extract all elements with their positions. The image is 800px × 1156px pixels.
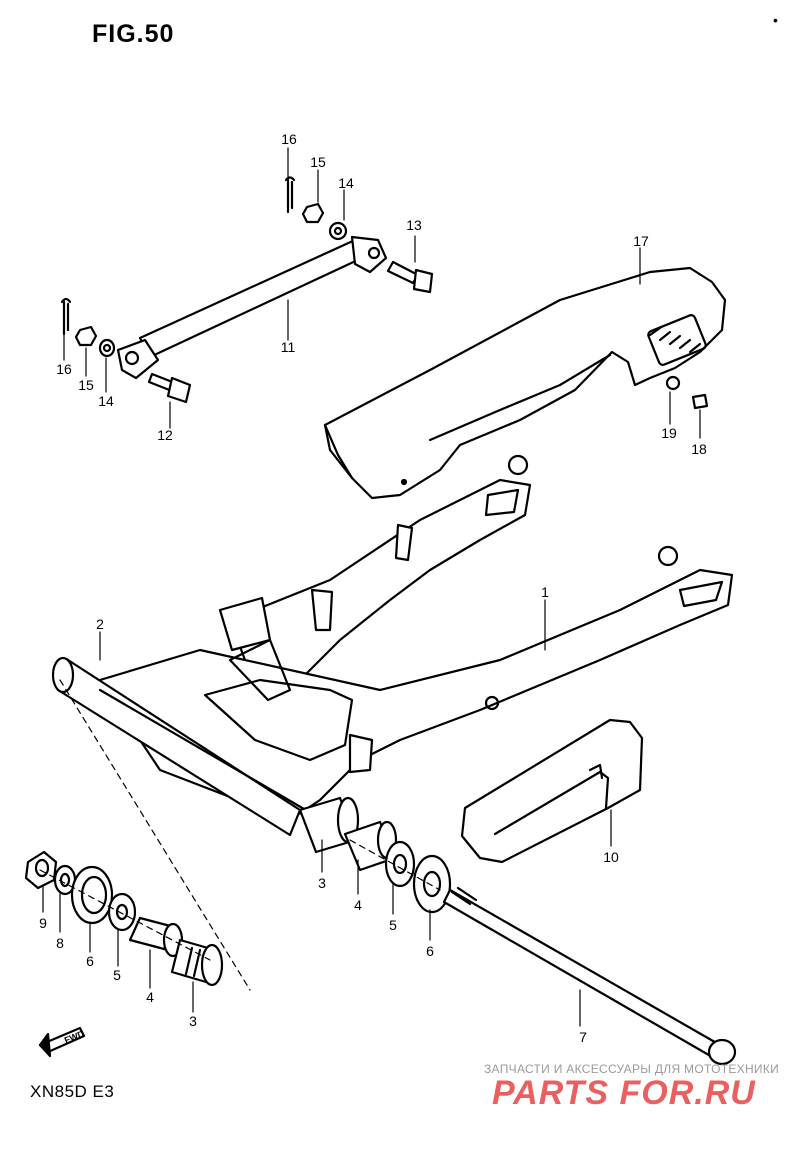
callout-13: 13 bbox=[406, 217, 422, 233]
callout-4-right: 4 bbox=[354, 897, 362, 913]
callout-15-upper: 15 bbox=[310, 154, 326, 170]
callout-14-upper: 14 bbox=[338, 175, 354, 191]
callout-18: 18 bbox=[691, 441, 707, 457]
callout-6-right: 6 bbox=[426, 943, 434, 959]
callout-16-lower: 16 bbox=[56, 361, 72, 377]
callout-16-upper: 16 bbox=[281, 131, 297, 147]
fwd-arrow-icon bbox=[38, 1026, 86, 1058]
callout-8: 8 bbox=[56, 935, 64, 951]
cotter-pin-16-upper bbox=[284, 176, 296, 214]
callout-5-left: 5 bbox=[113, 967, 121, 983]
callout-9: 9 bbox=[39, 915, 47, 931]
corner-mark: • bbox=[773, 12, 778, 28]
callout-11: 11 bbox=[280, 339, 296, 355]
alignment-lines bbox=[39, 679, 441, 991]
chain-buffer bbox=[460, 718, 644, 864]
chain-case bbox=[323, 266, 727, 500]
callout-15-lower: 15 bbox=[78, 377, 94, 393]
callout-10: 10 bbox=[603, 849, 619, 865]
leader-lines bbox=[42, 147, 701, 1027]
bearing-3-left bbox=[170, 938, 224, 987]
callout-12: 12 bbox=[157, 427, 173, 443]
callout-19: 19 bbox=[661, 425, 677, 441]
callout-14-lower: 14 bbox=[98, 393, 114, 409]
callout-3-left: 3 bbox=[189, 1013, 197, 1029]
washer-19 bbox=[665, 375, 681, 391]
figure-title: FIG.50 bbox=[92, 20, 175, 48]
callout-7: 7 bbox=[579, 1029, 587, 1045]
pivot-tube bbox=[51, 656, 342, 837]
watermark-logo: PARTS FOR.RU bbox=[492, 1074, 756, 1112]
cotter-pin-16-lower bbox=[60, 297, 72, 336]
pivot-shaft bbox=[442, 886, 737, 1066]
model-code: XN85D E3 bbox=[30, 1082, 115, 1101]
bolt-12 bbox=[147, 372, 192, 404]
callout-6-left: 6 bbox=[86, 953, 94, 969]
callout-4-left: 4 bbox=[146, 989, 154, 1005]
washer-14-upper bbox=[328, 221, 348, 241]
swingarm bbox=[98, 454, 734, 822]
torque-link-arm bbox=[116, 235, 388, 380]
washer-14-lower bbox=[98, 338, 116, 358]
washer-8-left bbox=[53, 864, 77, 896]
callout-1: 1 bbox=[541, 584, 549, 600]
watermark-caption: ЗАПЧАСТИ И АКСЕССУАРЫ ДЛЯ МОТОТЕХНИКИ bbox=[484, 1062, 780, 1076]
dust-seal-6-left bbox=[70, 865, 114, 925]
callout-2: 2 bbox=[96, 616, 104, 632]
bolt-13 bbox=[386, 260, 434, 294]
castle-nut-15-upper bbox=[301, 202, 325, 224]
washer-6-right bbox=[412, 854, 452, 914]
spacer-4-left bbox=[128, 916, 184, 958]
castle-nut-15-lower bbox=[74, 325, 98, 347]
callout-5-right: 5 bbox=[389, 917, 397, 933]
washer-5-left bbox=[107, 892, 137, 932]
screw-18 bbox=[691, 393, 709, 410]
callout-3-right: 3 bbox=[318, 875, 326, 891]
callout-17: 17 bbox=[633, 233, 649, 249]
washer-5-right bbox=[384, 840, 416, 888]
